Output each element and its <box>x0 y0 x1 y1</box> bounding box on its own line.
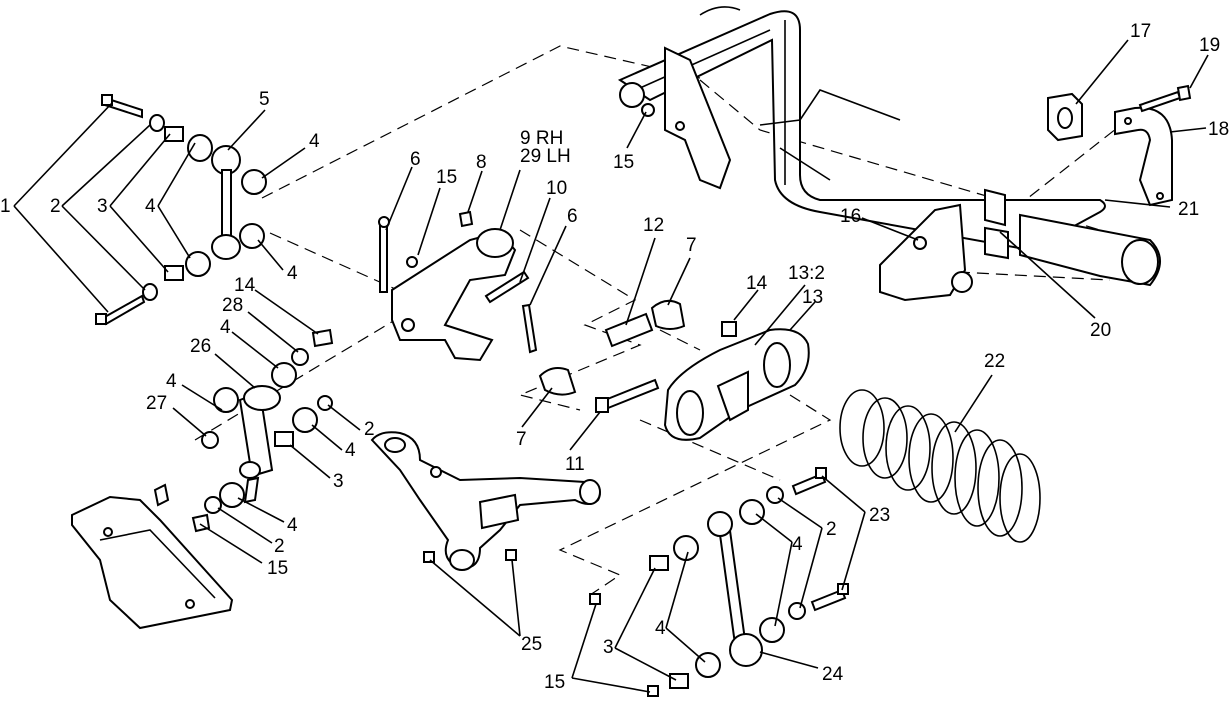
callout-28: 28 <box>222 295 244 316</box>
callout-11: 11 <box>565 454 585 475</box>
callout-13-2: 13:2 <box>788 263 825 284</box>
callout-7: 7 <box>516 429 527 450</box>
lower-frame-bracket <box>71 483 234 630</box>
callout-20: 20 <box>1090 320 1112 341</box>
callout-2: 2 <box>364 419 375 440</box>
callout-4: 4 <box>345 440 356 461</box>
callout-4: 4 <box>792 534 803 555</box>
pivot-hardware <box>538 299 737 413</box>
callout-1: 1 <box>0 196 11 217</box>
callout-24: 24 <box>822 664 844 685</box>
callout-3: 3 <box>97 196 108 217</box>
callout-4: 4 <box>655 618 666 639</box>
callout-15: 15 <box>613 152 635 173</box>
callout-4: 4 <box>287 515 298 536</box>
upper-control-arm <box>378 210 538 362</box>
callout-15: 15 <box>544 672 566 693</box>
callout-4: 4 <box>220 317 231 338</box>
leader-lines <box>13 39 1209 693</box>
callout-27: 27 <box>146 393 168 414</box>
callout-9-rh: 9 RH <box>520 128 564 149</box>
upper-link-parts <box>95 94 267 326</box>
callout-10: 10 <box>546 178 568 199</box>
callout-6: 6 <box>567 206 578 227</box>
callout-4: 4 <box>309 131 320 152</box>
lower-link-parts <box>589 467 849 697</box>
callout-17: 17 <box>1130 21 1152 42</box>
callout-4: 4 <box>287 263 298 284</box>
callout-4: 4 <box>145 196 156 217</box>
callout-14: 14 <box>746 273 768 294</box>
callout-4: 4 <box>166 371 177 392</box>
sway-bar-bushing <box>1047 92 1083 142</box>
sway-bar-clamp <box>1114 106 1173 207</box>
lower-control-arm <box>370 431 601 571</box>
callout-14: 14 <box>234 275 256 296</box>
callout-29-lh: 29 LH <box>520 146 571 167</box>
callout-18: 18 <box>1208 119 1230 140</box>
callout-23: 23 <box>869 505 891 526</box>
callout-21: 21 <box>1178 199 1200 220</box>
coil-spring <box>839 389 1041 543</box>
spring-seat <box>663 328 810 441</box>
frame-bracket <box>619 46 732 190</box>
callout-25: 25 <box>521 634 543 655</box>
callout-16: 16 <box>840 206 862 227</box>
callout-2: 2 <box>50 196 61 217</box>
rear-frame-crossbar <box>617 6 1161 287</box>
callout-6: 6 <box>410 149 421 170</box>
callout-3: 3 <box>603 637 614 658</box>
callout-3: 3 <box>333 471 344 492</box>
callout-8: 8 <box>476 152 487 173</box>
callout-13: 13 <box>802 287 824 308</box>
callout-19: 19 <box>1199 35 1221 56</box>
sway-bar-mount-bracket <box>879 188 1009 302</box>
callout-12: 12 <box>643 215 665 236</box>
callout-5: 5 <box>259 89 270 110</box>
callout-2: 2 <box>826 519 837 540</box>
callout-15: 15 <box>436 167 458 188</box>
callout-15: 15 <box>267 558 289 579</box>
clamp-bolt <box>1138 84 1192 113</box>
callout-22: 22 <box>984 351 1006 372</box>
callout-26: 26 <box>190 336 212 357</box>
callout-7: 7 <box>686 235 697 256</box>
callout-2: 2 <box>274 536 285 557</box>
shock-spacers <box>191 395 333 533</box>
shock-absorber <box>201 328 334 504</box>
